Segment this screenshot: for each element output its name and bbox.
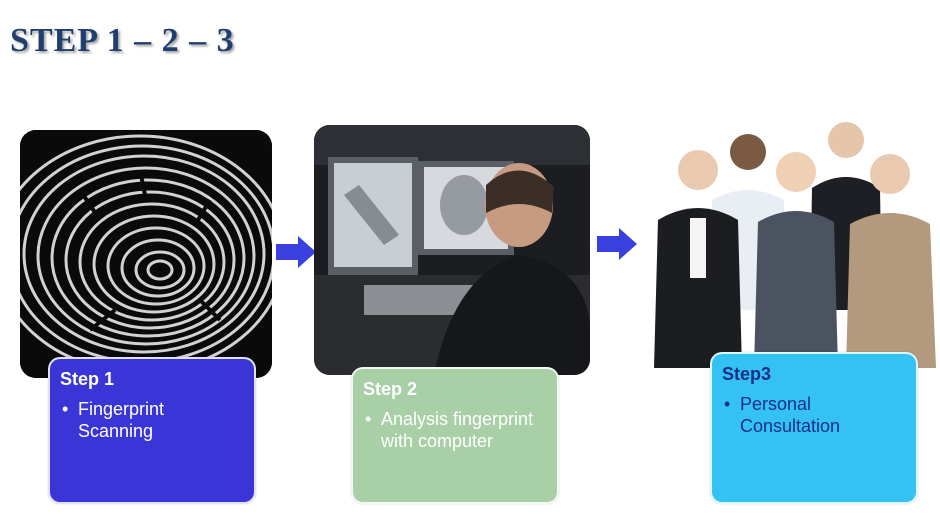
- analyst-figure: [434, 163, 590, 375]
- step-3-card: Step3 Personal Consultation: [710, 352, 918, 504]
- fingerprint-icon: [20, 130, 272, 378]
- right-arrow-icon: [276, 236, 316, 273]
- step-3-heading: Step3: [722, 364, 772, 384]
- step-2-bullet: Analysis fingerprint with computer: [363, 408, 547, 452]
- step-1-card: Step 1 Fingerprint Scanning: [48, 357, 256, 504]
- computer-analysis-photo: [314, 125, 590, 375]
- step-2-heading: Step 2: [363, 379, 418, 399]
- consultation-team-photo: [650, 110, 940, 370]
- step-1-bullet: Fingerprint Scanning: [60, 398, 244, 442]
- step-2-card: Step 2 Analysis fingerprint with compute…: [351, 367, 559, 504]
- fingerprint-photo: [20, 130, 272, 378]
- step-1-heading: Step 1: [60, 369, 115, 389]
- step-3-bullet: Personal Consultation: [722, 393, 906, 437]
- step-3-bullets: Personal Consultation: [722, 393, 906, 437]
- page-title: STEP 1 – 2 – 3: [10, 22, 235, 59]
- step-1-bullets: Fingerprint Scanning: [60, 398, 244, 442]
- step-2-bullets: Analysis fingerprint with computer: [363, 408, 547, 452]
- right-arrow-icon: [597, 228, 637, 265]
